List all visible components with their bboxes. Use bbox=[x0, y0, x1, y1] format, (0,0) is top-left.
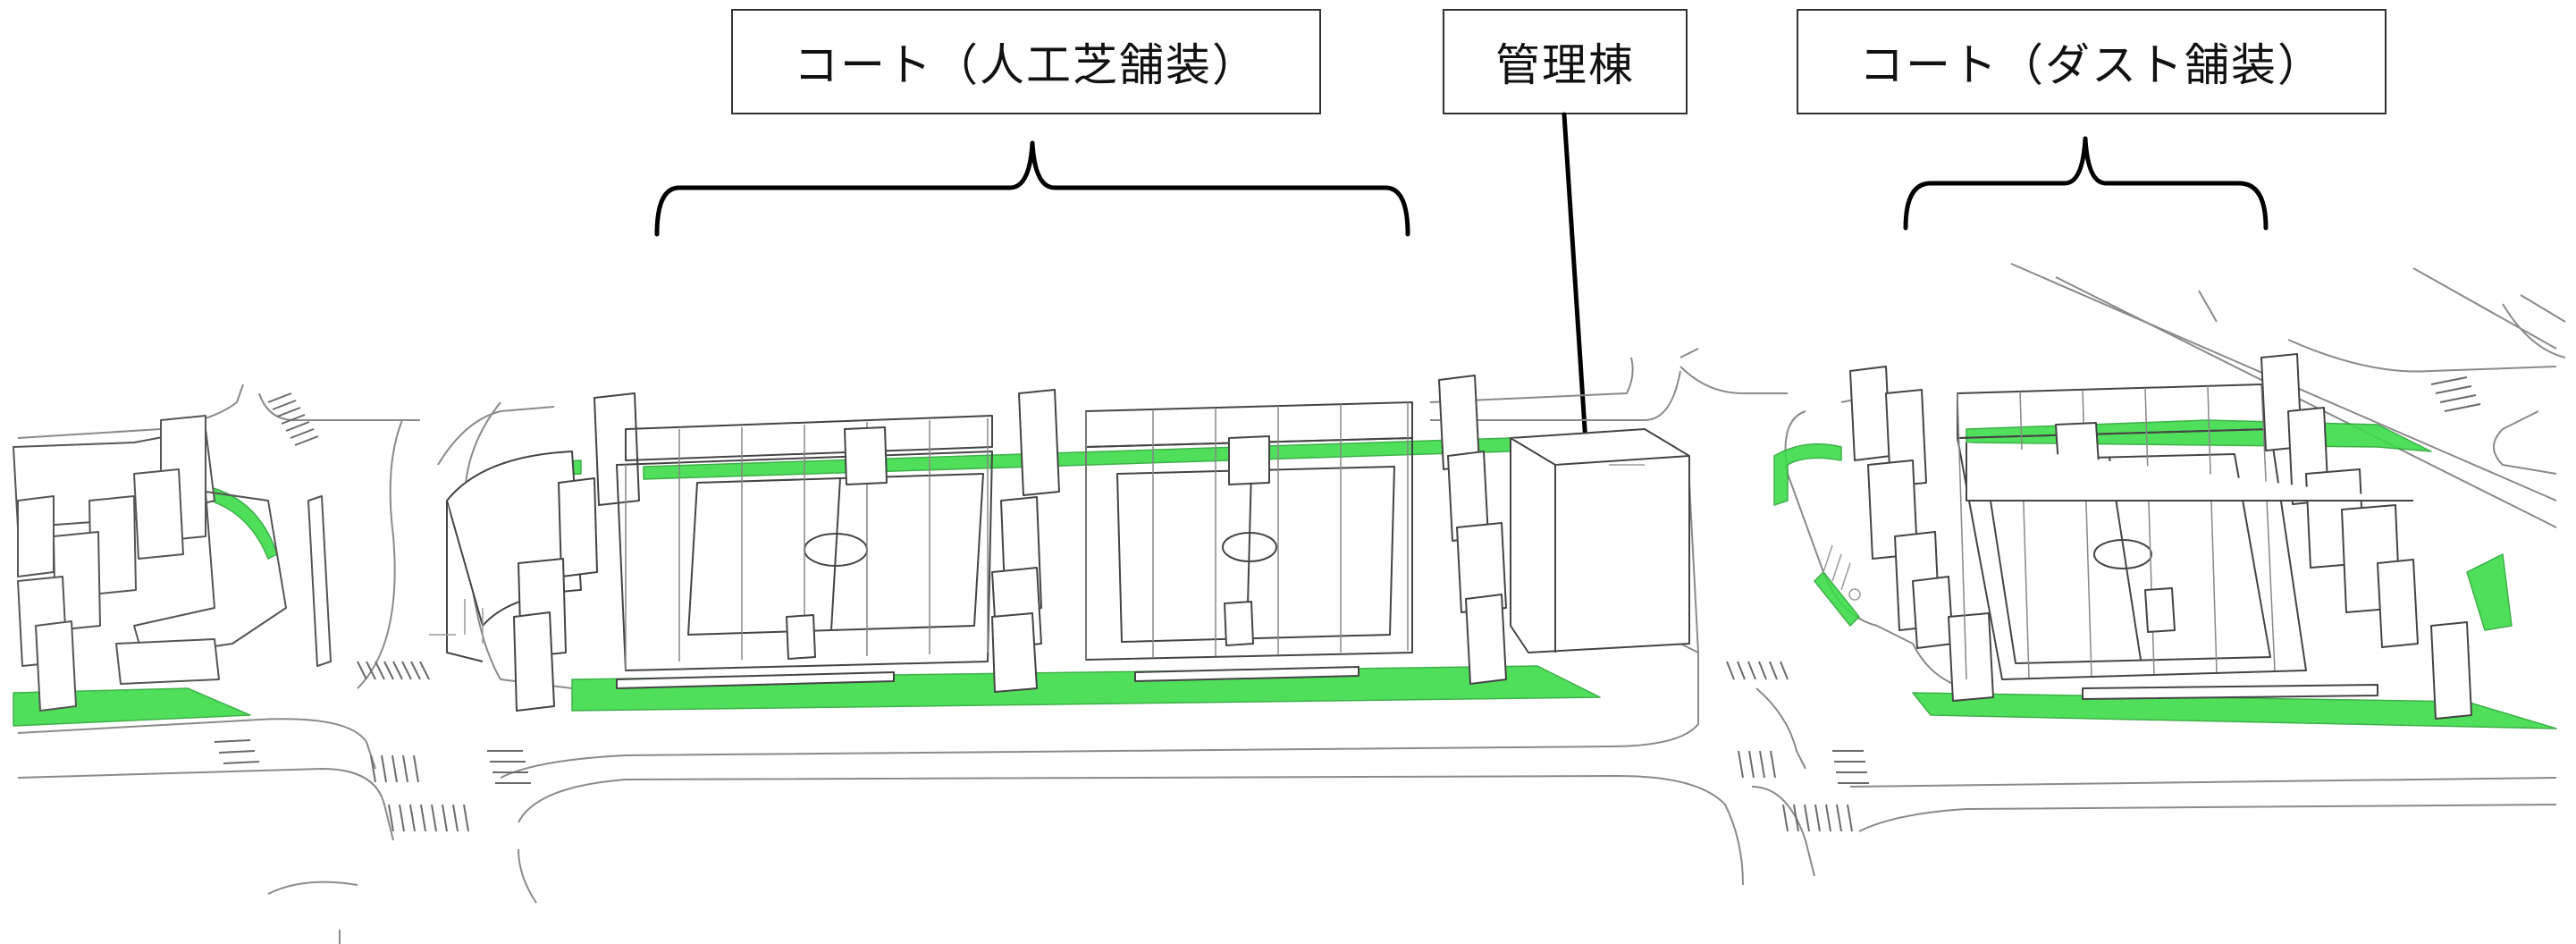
leader-line-admin-building bbox=[1562, 112, 1589, 459]
court-complex-dust bbox=[1849, 353, 2472, 720]
label-court-artificial-turf: コート（人工芝舗装） bbox=[731, 9, 1321, 114]
details bbox=[429, 464, 1861, 644]
brace-dust bbox=[1903, 136, 2269, 231]
court-1-field bbox=[687, 473, 984, 636]
planting-right-left bbox=[1773, 442, 1842, 506]
planting-right-wall bbox=[1814, 571, 1860, 627]
planting-center-front bbox=[571, 665, 1601, 712]
planting-right-corner bbox=[2466, 553, 2513, 631]
planting-left-curve bbox=[209, 486, 278, 560]
brace-artificial-turf bbox=[654, 140, 1410, 237]
roads bbox=[17, 263, 2566, 944]
label-court-dust: コート（ダスト舗装） bbox=[1797, 9, 2387, 114]
court-complex-artificial-turf bbox=[446, 375, 1690, 712]
buildings-left bbox=[13, 415, 332, 712]
crosswalks bbox=[214, 376, 2481, 832]
court-2-field bbox=[1116, 466, 1395, 643]
planting-right-front bbox=[1912, 692, 2557, 729]
callout-brackets bbox=[654, 112, 2269, 459]
dust-court-field bbox=[1983, 453, 2271, 664]
